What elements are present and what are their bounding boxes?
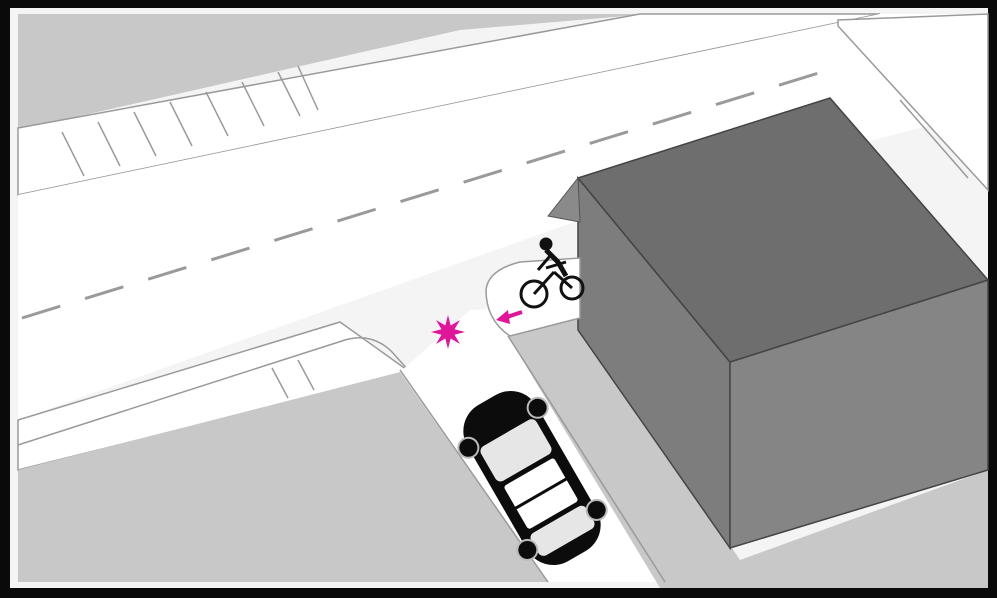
cyclist-head (541, 239, 551, 249)
starburst-icon (431, 315, 465, 349)
